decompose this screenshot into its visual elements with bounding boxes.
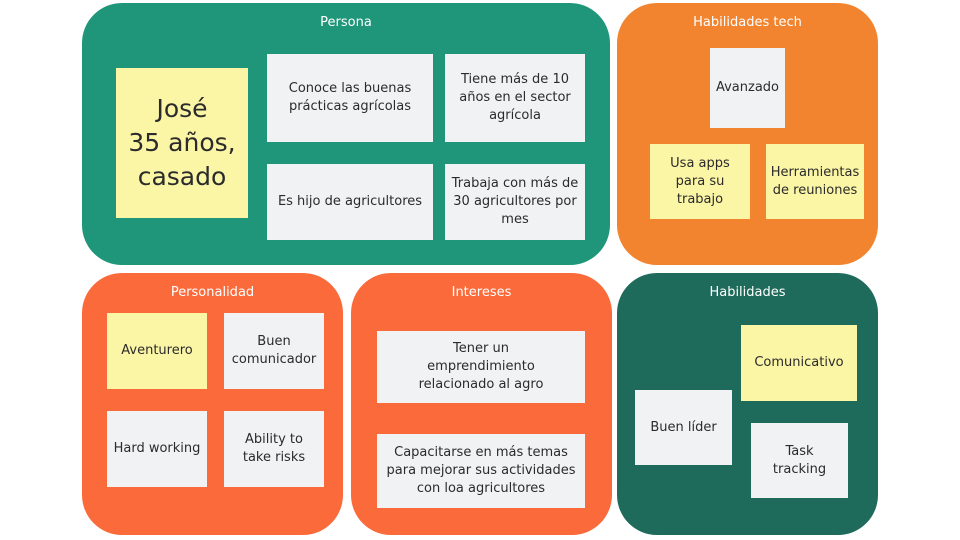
intereses-note-emprendimiento[interactable]: Tener un emprendimiento relacionado al a… bbox=[377, 331, 585, 403]
personalidad-note-hard-working[interactable]: Hard working bbox=[107, 411, 207, 487]
profile-note[interactable]: José 35 años, casado bbox=[116, 68, 248, 218]
habilidades-note-task-tracking[interactable]: Task tracking bbox=[751, 423, 848, 498]
habilidades-note-comunicativo[interactable]: Comunicativo bbox=[741, 325, 857, 401]
habilidades-tech-title: Habilidades tech bbox=[693, 15, 802, 30]
persona-note-3[interactable]: Es hijo de agricultores bbox=[267, 164, 433, 240]
personalidad-note-aventurero[interactable]: Aventurero bbox=[107, 313, 207, 389]
persona-panel: Persona José 35 años, casado Conoce las … bbox=[82, 3, 610, 265]
tech-note-apps[interactable]: Usa apps para su trabajo bbox=[650, 144, 750, 219]
intereses-panel: Intereses Tener un emprendimiento relaci… bbox=[351, 273, 612, 535]
habilidades-note-lider[interactable]: Buen líder bbox=[635, 390, 732, 465]
personalidad-note-risks[interactable]: Ability to take risks bbox=[224, 411, 324, 487]
persona-title: Persona bbox=[320, 15, 372, 30]
personalidad-note-comunicador[interactable]: Buen comunicador bbox=[224, 313, 324, 389]
habilidades-panel: Habilidades Comunicativo Buen líder Task… bbox=[617, 273, 878, 535]
habilidades-tech-panel: Habilidades tech Avanzado Usa apps para … bbox=[617, 3, 878, 265]
intereses-title: Intereses bbox=[451, 285, 512, 300]
tech-note-reuniones[interactable]: Herramientas de reuniones bbox=[766, 144, 864, 219]
persona-note-2[interactable]: Tiene más de 10 años en el sector agríco… bbox=[445, 54, 585, 142]
persona-note-4[interactable]: Trabaja con más de 30 agricultores por m… bbox=[445, 164, 585, 240]
personalidad-panel: Personalidad Aventurero Buen comunicador… bbox=[82, 273, 343, 535]
tech-note-avanzado[interactable]: Avanzado bbox=[710, 48, 785, 128]
habilidades-title: Habilidades bbox=[709, 285, 786, 300]
intereses-note-capacitarse[interactable]: Capacitarse en más temas para mejorar su… bbox=[377, 434, 585, 508]
personalidad-title: Personalidad bbox=[170, 285, 255, 300]
persona-note-1[interactable]: Conoce las buenas prácticas agrícolas bbox=[267, 54, 433, 142]
